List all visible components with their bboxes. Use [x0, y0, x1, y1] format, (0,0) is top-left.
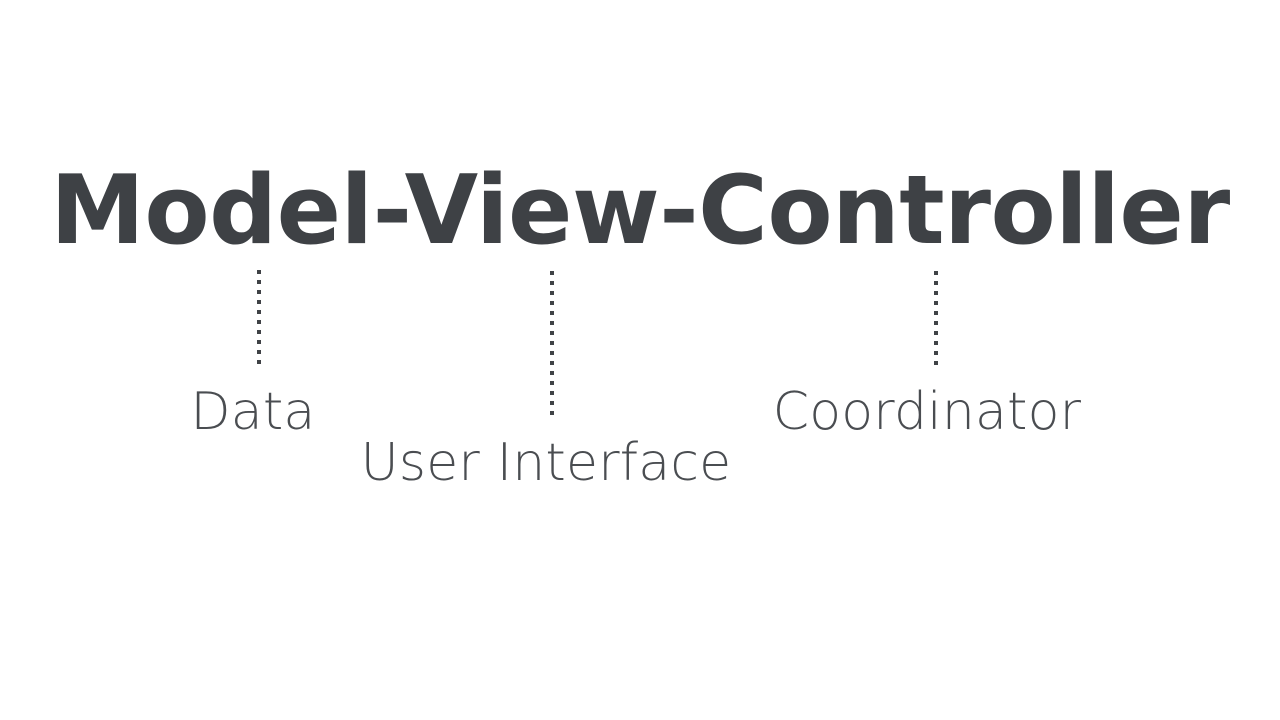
label-model: Data [190, 382, 316, 442]
page-title: Model-View-Controller [50, 156, 1230, 266]
connector-line-view [550, 271, 554, 417]
connector-line-controller [934, 271, 938, 367]
connector-line-model [257, 270, 261, 366]
label-controller: Coordinator [772, 382, 1082, 442]
label-view: User Interface [360, 433, 732, 493]
